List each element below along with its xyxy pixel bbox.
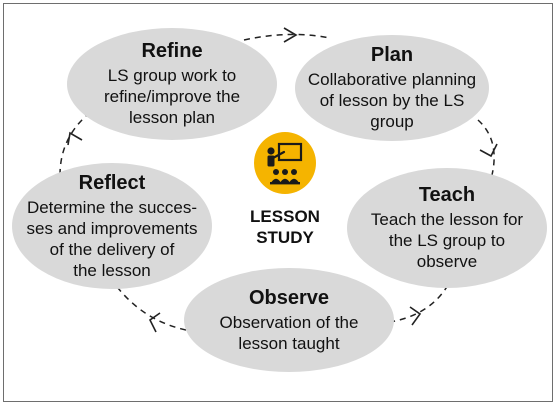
arrowhead-plan-teach <box>479 143 498 158</box>
connector-reflect-refine <box>59 115 87 176</box>
stage-reflect: Reflect Determine the succes- ses and im… <box>12 163 212 289</box>
desc-line: ses and improvements <box>26 218 198 238</box>
desc-line: Collaborative planning <box>307 70 477 89</box>
center-label-line1: LESSON <box>250 207 320 226</box>
stage-reflect-title: Reflect <box>78 171 146 194</box>
stage-refine-title: Refine <box>141 40 203 62</box>
teacher-presentation-icon <box>254 132 316 194</box>
connector-teach-observe <box>389 284 449 323</box>
desc-line: the LS group to <box>388 231 506 250</box>
stage-plan: Plan Collaborative planning of lesson by… <box>295 35 489 141</box>
desc-line: the lesson <box>73 260 151 280</box>
desc-line: refine/improve the <box>103 87 241 106</box>
desc-line: LS group work to <box>107 66 237 85</box>
desc-line: observe <box>416 252 478 271</box>
desc-line: lesson taught <box>238 333 340 353</box>
arrowhead-refine-plan <box>283 27 298 43</box>
desc-line: of the delivery of <box>49 239 175 259</box>
arrowhead-teach-observe <box>409 306 422 326</box>
desc-line: Observation of the <box>219 312 359 332</box>
stage-plan-description: Collaborative planning of lesson by the … <box>308 69 476 132</box>
stage-teach-title: Teach <box>418 184 476 206</box>
stage-teach: Teach Teach the lesson for the LS group … <box>347 168 547 288</box>
stage-observe: Observe Observation of the lesson taught <box>184 268 394 372</box>
stage-teach-description: Teach the lesson for the LS group to obs… <box>371 209 523 272</box>
arrowhead-observe-reflect <box>148 312 161 333</box>
stage-observe-description: Observation of the lesson taught <box>220 312 359 354</box>
stage-refine: Refine LS group work to refine/improve t… <box>67 28 277 140</box>
center-label-line2: STUDY <box>256 228 314 247</box>
desc-line: group <box>370 112 414 131</box>
stage-observe-title: Observe <box>248 286 330 309</box>
center-label: LESSON STUDY <box>224 206 346 248</box>
connector-plan-teach <box>477 119 495 176</box>
stage-refine-description: LS group work to refine/improve the less… <box>104 65 240 128</box>
arrowhead-reflect-refine <box>67 131 83 146</box>
stage-reflect-description: Determine the succes- ses and improvemen… <box>26 197 197 281</box>
desc-line: lesson plan <box>128 108 215 127</box>
desc-line: Teach the lesson for <box>370 210 524 229</box>
connector-refine-plan <box>243 33 331 41</box>
stage-plan-title: Plan <box>370 44 414 66</box>
desc-line: of lesson by the LS <box>319 91 465 110</box>
desc-line: Determine the succes- <box>26 197 198 217</box>
